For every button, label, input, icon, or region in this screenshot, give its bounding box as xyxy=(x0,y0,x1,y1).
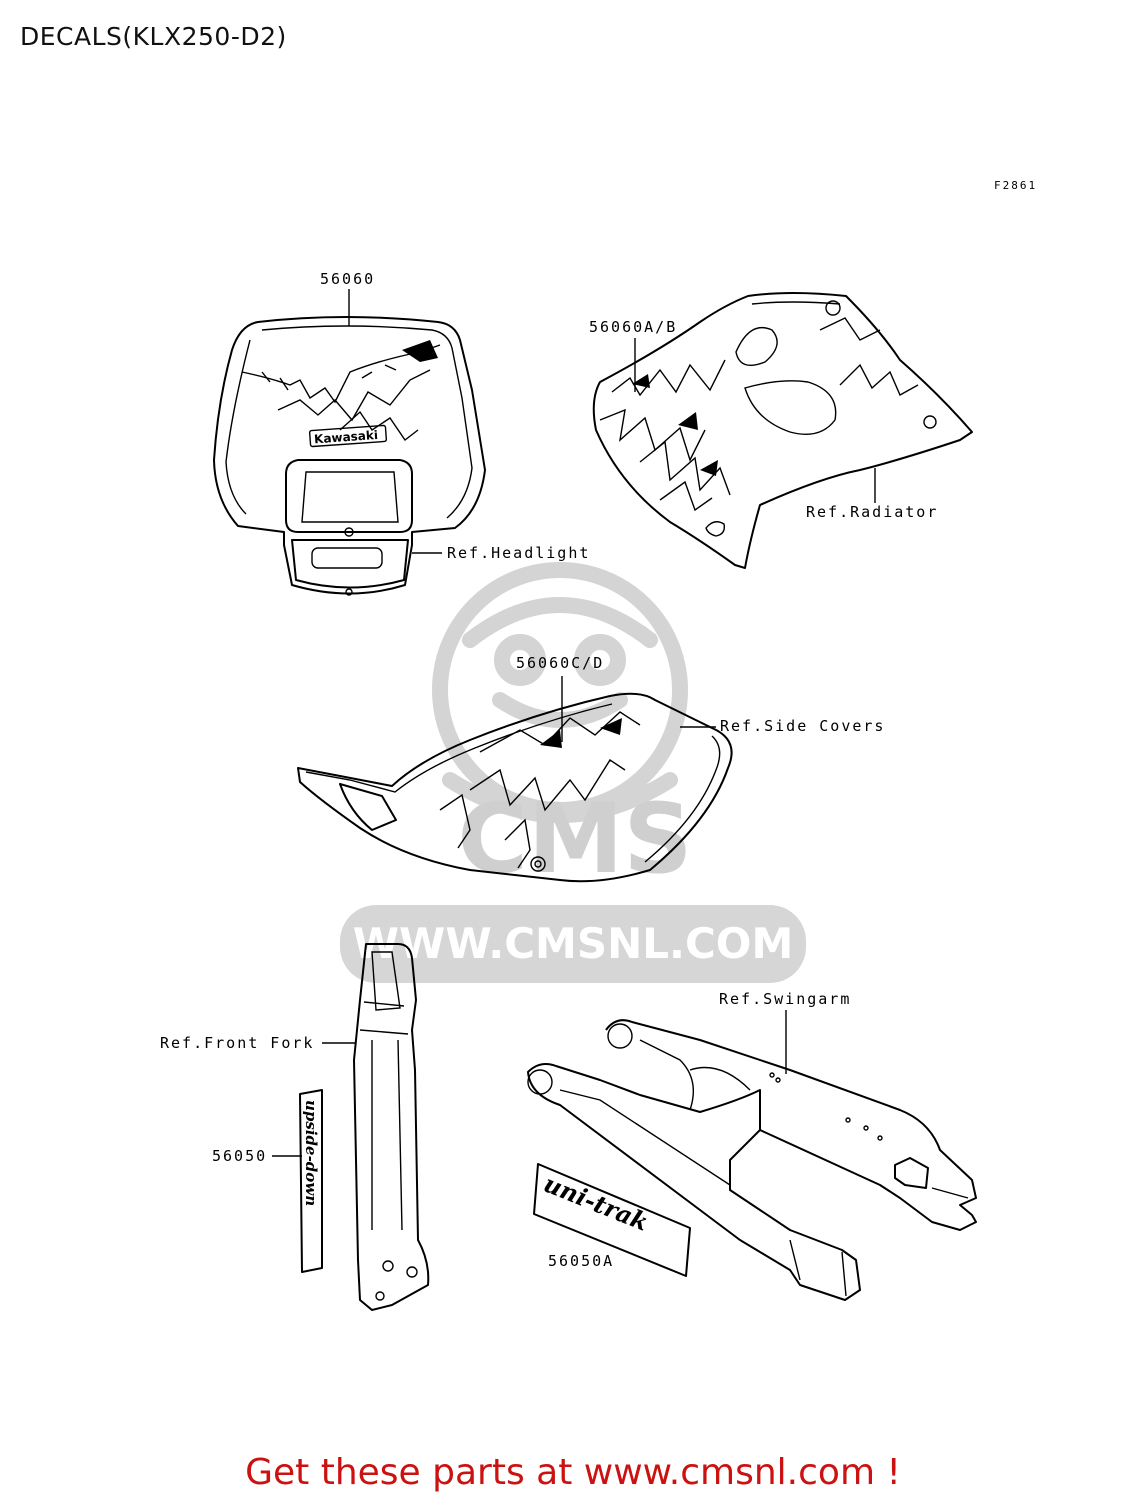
watermark-mascot-icon xyxy=(432,562,688,823)
label-ref-front-fork: Ref.Front Fork xyxy=(160,1034,314,1052)
label-56060: 56060 xyxy=(320,270,375,288)
label-ref-radiator: Ref.Radiator xyxy=(806,503,938,521)
label-56060ab: 56060A/B xyxy=(589,318,677,336)
label-56050: 56050 xyxy=(212,1147,267,1165)
radiator-shroud xyxy=(592,292,973,569)
headlight-cowl: Kawasaki xyxy=(213,316,486,596)
watermark-brand: CMS xyxy=(457,783,692,895)
watermark: CMS WWW.CMSNL.COM xyxy=(340,562,806,983)
front-fork-guard xyxy=(353,943,430,1311)
label-ref-headlight: Ref.Headlight xyxy=(447,544,590,562)
swingarm xyxy=(527,1019,977,1301)
fork-decal-text: upside-down xyxy=(302,1100,320,1206)
swingarm-decal-text: uni-trak xyxy=(540,1169,653,1237)
watermark-badge xyxy=(340,905,806,983)
label-56050a: 56050A xyxy=(548,1252,614,1270)
watermark-url: WWW.CMSNL.COM xyxy=(353,919,794,968)
label-ref-swingarm: Ref.Swingarm xyxy=(719,990,851,1008)
label-56060cd: 56060C/D xyxy=(516,654,604,672)
fork-decal: upside-down xyxy=(299,1089,323,1273)
footer-link-text[interactable]: Get these parts at www.cmsnl.com ! xyxy=(245,1452,901,1493)
side-cover xyxy=(297,692,733,883)
page-title: DECALS(KLX250-D2) xyxy=(20,22,287,51)
label-ref-side-covers: Ref.Side Covers xyxy=(720,717,885,735)
headlight-brand-decal: Kawasaki xyxy=(314,428,379,446)
figure-code: F2861 xyxy=(994,179,1037,192)
